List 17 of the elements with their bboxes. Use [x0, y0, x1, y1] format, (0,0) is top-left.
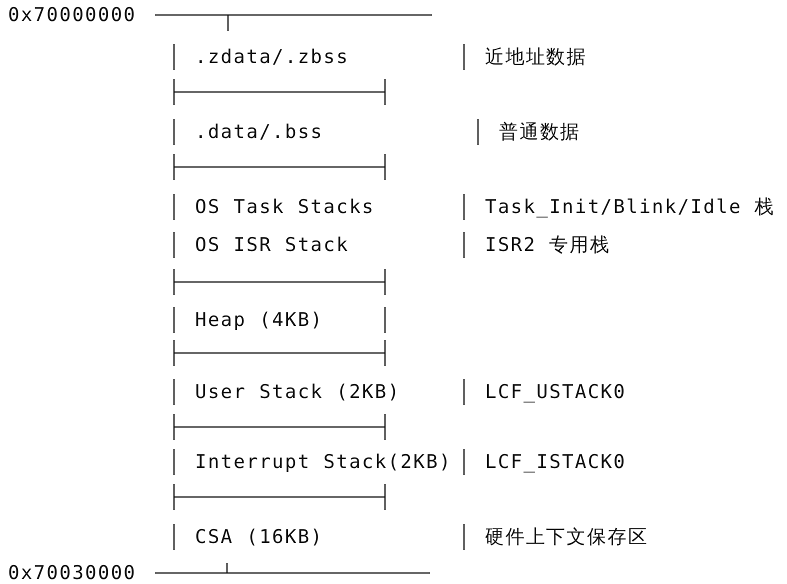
description-label: LCF_USTACK0 — [485, 381, 626, 403]
description-label: 普通数据 — [499, 121, 581, 143]
description-label: LCF_ISTACK0 — [485, 451, 626, 473]
description-label: 硬件上下文保存区 — [485, 526, 648, 548]
description-label: 近地址数据 — [485, 46, 587, 68]
address-label: 0x70000000 — [8, 4, 136, 26]
region-label: OS ISR Stack — [195, 234, 350, 256]
region-label: Heap (4KB) — [195, 309, 324, 331]
address-label: 0x70030000 — [8, 562, 136, 584]
description-label: Task_Init/Blink/Idle 栈 — [485, 196, 776, 218]
region-label: Interrupt Stack(2KB) — [195, 451, 452, 473]
description-label: ISR2 专用栈 — [485, 234, 610, 256]
region-label: .zdata/.zbss — [195, 46, 350, 68]
region-label: CSA (16KB) — [195, 526, 324, 548]
region-label: .data/.bss — [195, 121, 324, 143]
region-label: User Stack (2KB) — [195, 381, 400, 403]
region-label: OS Task Stacks — [195, 196, 375, 218]
